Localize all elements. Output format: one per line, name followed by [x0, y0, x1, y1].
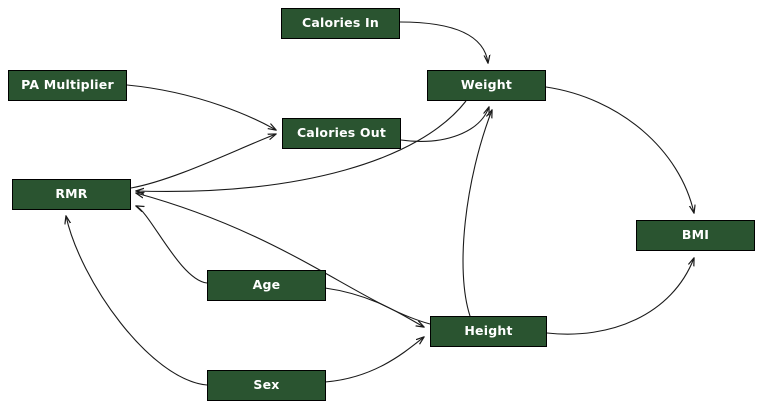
edge-height-to-bmi — [546, 258, 694, 335]
node-height[interactable]: Height — [430, 316, 547, 347]
node-pa_multiplier[interactable]: PA Multiplier — [8, 70, 127, 101]
edge-weight-to-bmi — [545, 86, 694, 213]
edge-sex-to-height — [324, 337, 424, 383]
edge-age-to-height — [324, 287, 424, 327]
edge-rmr-to-calories_out — [130, 134, 276, 189]
node-label-age: Age — [252, 277, 281, 293]
node-label-calories_out: Calories Out — [296, 125, 387, 141]
edge-sex-to-rmr — [66, 216, 208, 386]
edge-weight-to-rmr — [136, 100, 467, 191]
node-sex[interactable]: Sex — [207, 370, 326, 401]
edge-height-to-weight — [462, 110, 492, 317]
node-label-pa_multiplier: PA Multiplier — [21, 77, 114, 93]
node-calories_out[interactable]: Calories Out — [282, 118, 401, 149]
node-label-rmr: RMR — [55, 186, 88, 202]
node-label-height: Height — [464, 323, 513, 339]
node-label-weight: Weight — [460, 77, 513, 93]
edge-age-to-rmr — [136, 206, 208, 284]
node-weight[interactable]: Weight — [427, 70, 546, 101]
node-label-sex: Sex — [253, 377, 280, 393]
edge-pa_multiplier-to-calories_out — [126, 84, 276, 130]
node-bmi[interactable]: BMI — [636, 220, 755, 251]
node-label-bmi: BMI — [681, 227, 710, 243]
edge-height-to-rmr — [136, 193, 431, 325]
node-calories_in[interactable]: Calories In — [281, 8, 400, 39]
node-age[interactable]: Age — [207, 270, 326, 301]
node-label-calories_in: Calories In — [302, 15, 379, 31]
edge-calories_out-to-weight — [400, 107, 489, 142]
edge-calories_in-to-weight — [399, 21, 488, 63]
node-rmr[interactable]: RMR — [12, 179, 131, 210]
